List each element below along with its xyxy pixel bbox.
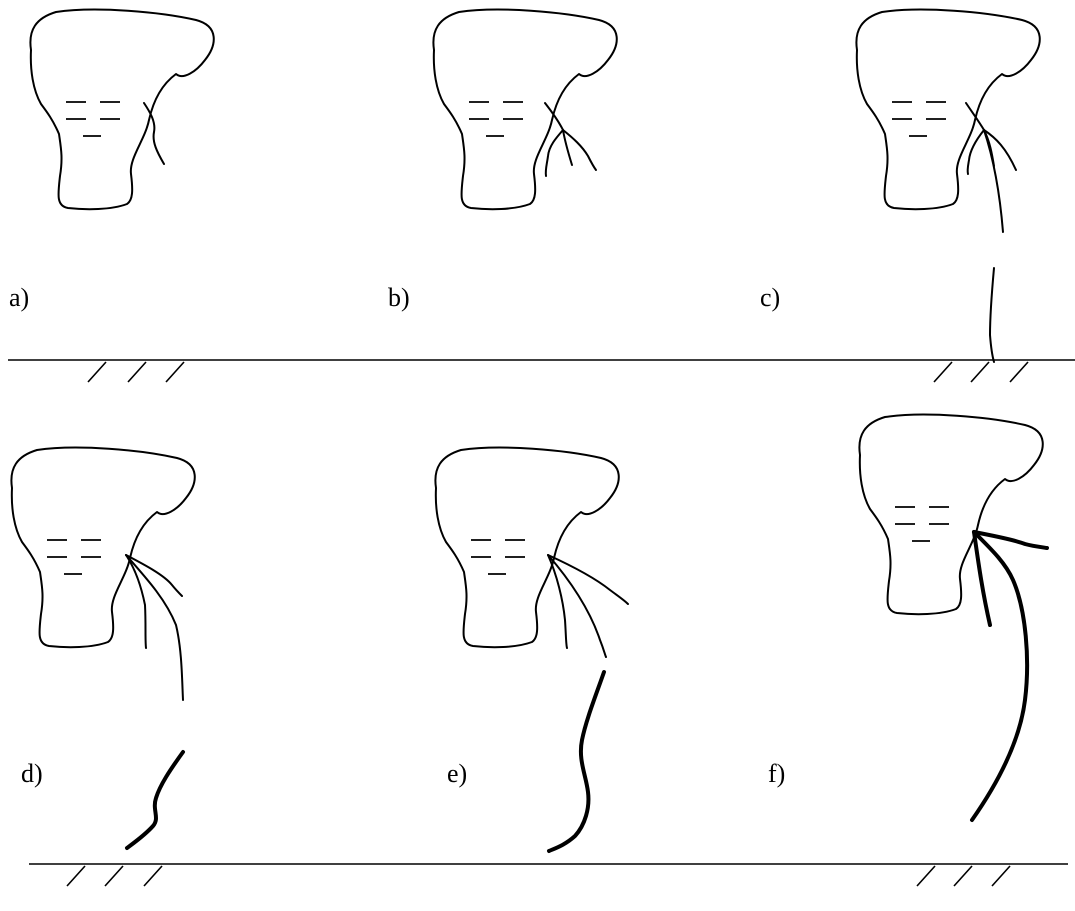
storm-cloud: [856, 10, 1039, 210]
leader-channel: [126, 555, 183, 700]
ground-hatch: [954, 866, 972, 886]
ground-hatch: [128, 362, 146, 382]
ground-hatch: [917, 866, 935, 886]
ground-top: [8, 360, 1075, 382]
ground-hatch: [1010, 362, 1028, 382]
panel-label-f: f): [768, 759, 785, 788]
ground-hatch: [105, 866, 123, 886]
panel-c: c): [760, 10, 1040, 362]
ground-hatch: [992, 866, 1010, 886]
panel-a: a): [9, 10, 214, 312]
panel-label-a: a): [9, 283, 29, 312]
storm-cloud: [433, 10, 616, 210]
upward-streamer: [990, 268, 994, 362]
leader-branch: [126, 555, 182, 596]
panel-e: e): [435, 448, 628, 851]
ground-hatch: [67, 866, 85, 886]
stepped-leader: [966, 103, 984, 130]
leader-branch: [546, 130, 563, 176]
return-stroke: [549, 672, 604, 851]
panel-d: d): [11, 448, 194, 848]
panel-label-e: e): [447, 759, 467, 788]
storm-cloud: [11, 448, 194, 648]
ground-hatch: [144, 866, 162, 886]
ground-hatch: [971, 362, 989, 382]
ground-hatch: [934, 362, 952, 382]
leader-branch: [126, 555, 146, 648]
leader-branch: [984, 130, 1016, 170]
panel-label-c: c): [760, 283, 780, 312]
leader-branch: [548, 555, 628, 604]
stepped-leader: [545, 103, 563, 130]
panel-label-d: d): [21, 759, 43, 788]
panel-b: b): [388, 10, 617, 312]
ground-hatch: [166, 362, 184, 382]
ground-hatch: [88, 362, 106, 382]
return-stroke: [127, 752, 183, 848]
panel-label-b: b): [388, 283, 410, 312]
stepped-leader: [144, 103, 164, 164]
ground-bottom: [29, 864, 1068, 886]
panel-f: f): [768, 415, 1047, 820]
storm-cloud: [30, 10, 213, 210]
